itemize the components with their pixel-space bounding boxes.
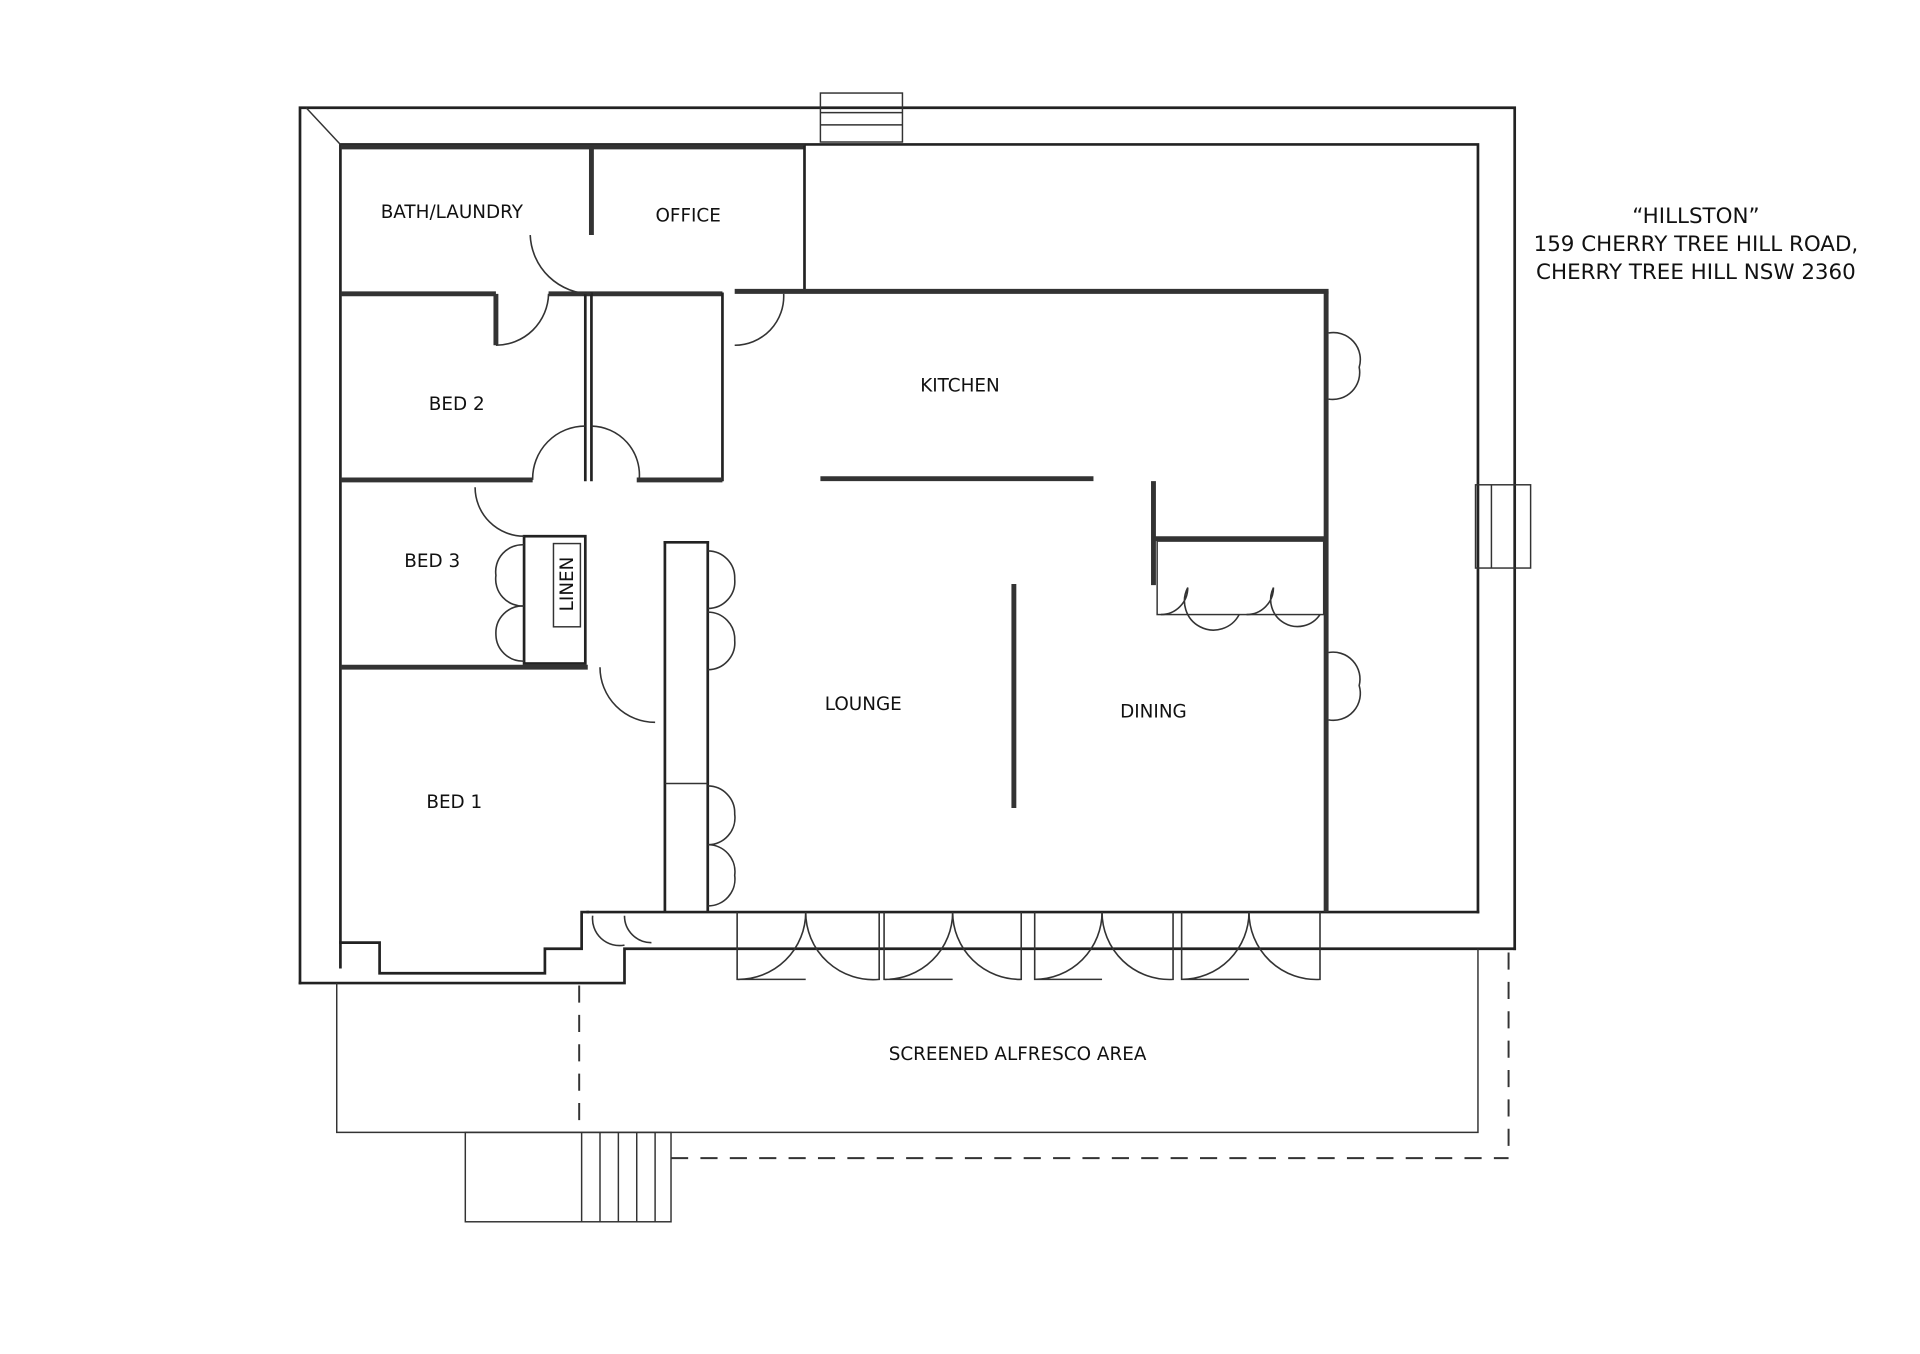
top-step <box>819 92 904 143</box>
outer-walls <box>298 106 1517 985</box>
interior-walls <box>339 144 1329 975</box>
property-name: “HILLSTON” <box>1632 204 1759 229</box>
room-label-bed2: BED 2 <box>429 394 485 415</box>
right-step <box>1474 484 1532 569</box>
doors <box>474 235 1362 981</box>
rear-steps <box>464 1131 672 1223</box>
room-label-alfresco: SCREENED ALFRESCO AREA <box>889 1044 1147 1065</box>
alfresco-outline <box>336 948 1510 1160</box>
address-line-1: 159 CHERRY TREE HILL ROAD, <box>1534 232 1859 257</box>
room-label-bed3: BED 3 <box>404 551 460 572</box>
room-label-office: OFFICE <box>655 206 720 227</box>
room-label-dining: DINING <box>1120 701 1187 722</box>
address-line-2: CHERRY TREE HILL NSW 2360 <box>1536 260 1856 285</box>
room-label-lounge: LOUNGE <box>825 694 902 715</box>
room-label-kitchen: KITCHEN <box>920 376 1000 397</box>
room-label-linen: LINEN <box>557 557 578 612</box>
room-label-bath-laundry: BATH/LAUNDRY <box>381 202 524 223</box>
room-label-bed1: BED 1 <box>426 792 482 813</box>
